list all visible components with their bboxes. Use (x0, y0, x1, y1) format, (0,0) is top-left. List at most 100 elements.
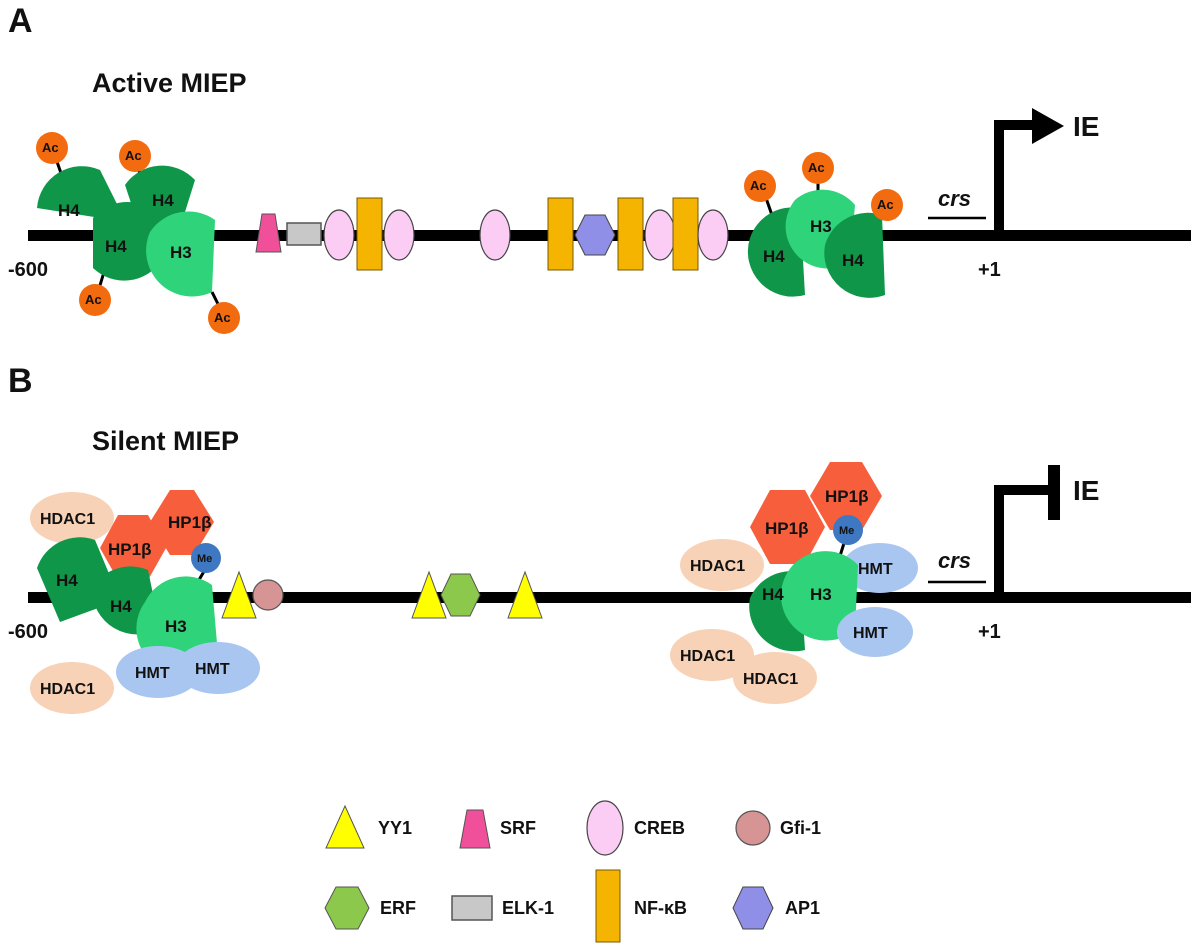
nucleosome-right: H4 H3 H4 Ac Ac Ac (744, 152, 903, 298)
acetyl-mark (744, 170, 776, 202)
ac-label: Ac (42, 140, 59, 155)
acetyl-mark (36, 132, 68, 164)
histone-h3 (146, 211, 215, 297)
nfkb-site (547, 197, 574, 271)
histone-h4 (37, 166, 126, 222)
histone-label: H3 (165, 617, 187, 636)
panel-b-title: Silent MIEP (92, 426, 239, 456)
legend-erf-symbol (324, 886, 370, 930)
legend-srf-label: SRF (500, 818, 536, 838)
hmt-label: HMT (195, 661, 230, 678)
legend-gfi1-label: Gfi-1 (780, 818, 821, 838)
silent-complex-right: HDAC1 HP1β HP1β HMT Me H4 H3 HMT HDAC1 H… (670, 462, 918, 704)
legend-nfkb-symbol (595, 869, 621, 943)
start-label: -600 (8, 621, 48, 643)
panel-a: A Active MIEP IE crs +1 -600 H4 H4 H4 H3 (8, 2, 1191, 334)
histone-label: H3 (810, 585, 832, 604)
yy1-site (221, 570, 257, 619)
hmt (842, 543, 918, 593)
tss-arrow-stem (994, 120, 1033, 236)
tss-label: +1 (978, 259, 1001, 281)
nfkb-site (672, 197, 699, 271)
acetyl-mark (802, 152, 834, 184)
panel-b: B Silent MIEP IE crs +1 -600 HDAC1 HP1β … (8, 362, 1191, 714)
creb-site (644, 209, 676, 261)
legend-creb-label: CREB (634, 818, 685, 838)
crs-label: crs (938, 186, 971, 211)
ie-label: IE (1073, 111, 1099, 142)
dna-strand (28, 592, 1191, 603)
acetyl-mark (871, 189, 903, 221)
panel-a-letter: A (8, 2, 33, 40)
yy1-site (411, 570, 447, 619)
legend-ap1-symbol (732, 886, 774, 930)
legend-ap1-label: AP1 (785, 898, 820, 918)
hp1b (150, 490, 214, 555)
creb-site (697, 209, 729, 261)
ac-label: Ac (750, 178, 767, 193)
legend-yy1-symbol (325, 804, 365, 849)
hmt-label: HMT (853, 625, 888, 642)
nucleosome-left: H4 H4 H4 H3 Ac Ac Ac Ac (36, 132, 240, 334)
legend-elk1-label: ELK-1 (502, 898, 554, 918)
legend-erf-label: ERF (380, 898, 416, 918)
hdac1-label: HDAC1 (40, 511, 95, 528)
legend-yy1-label: YY1 (378, 818, 412, 838)
tf-sites-silent (221, 570, 543, 619)
gfi1-site (252, 579, 284, 611)
histone-label: H4 (105, 237, 127, 256)
hdac1-label: HDAC1 (690, 558, 745, 575)
nfkb-site (356, 197, 383, 271)
start-label: -600 (8, 259, 48, 281)
ap1-site (574, 214, 616, 256)
histone-label: H3 (810, 217, 832, 236)
histone-h3 (781, 551, 858, 641)
me-label: Me (197, 553, 212, 565)
methyl-mark (833, 515, 863, 545)
hmt-label: HMT (858, 561, 893, 578)
histone-label: H4 (842, 251, 864, 270)
legend-creb-symbol (586, 800, 624, 856)
panel-b-letter: B (8, 362, 33, 400)
creb-site (479, 209, 511, 261)
ac-label: Ac (125, 148, 142, 163)
histone-label: H4 (56, 571, 78, 590)
ac-label: Ac (214, 310, 231, 325)
hdac1 (680, 539, 764, 591)
hmt (176, 642, 260, 694)
tss-arrow-head (1032, 108, 1064, 144)
yy1-site (507, 570, 543, 619)
hdac1 (733, 652, 817, 704)
hdac1-label: HDAC1 (680, 648, 735, 665)
hmt (837, 607, 913, 657)
acetyl-mark (119, 140, 151, 172)
hp1b (810, 462, 882, 530)
histone-label: H4 (58, 201, 80, 220)
tss-block-bar (1048, 465, 1060, 520)
panel-a-title: Active MIEP (92, 68, 247, 98)
hdac1 (30, 662, 114, 714)
hdac1 (670, 629, 754, 681)
ac-label: Ac (808, 160, 825, 175)
hp1b-label: HP1β (108, 540, 151, 559)
histone-label: H3 (170, 243, 192, 262)
tss-label: +1 (978, 621, 1001, 643)
methyl-mark (191, 543, 221, 573)
ie-label: IE (1073, 475, 1099, 506)
ac-label: Ac (85, 292, 102, 307)
ac-label: Ac (877, 197, 894, 212)
hp1b (100, 515, 166, 580)
histone-label: H4 (762, 585, 784, 604)
elk1-site (286, 222, 322, 246)
creb-site (323, 209, 355, 261)
hdac1 (30, 492, 114, 544)
histone-h4 (824, 212, 885, 298)
tss-blocked-stem (994, 485, 1048, 598)
legend-srf-symbol (459, 809, 491, 849)
erf-site (440, 573, 481, 617)
hp1b-label: HP1β (765, 519, 808, 538)
tf-sites-active (255, 197, 729, 271)
histone-label: H4 (110, 597, 132, 616)
hdac1-label: HDAC1 (743, 671, 798, 688)
